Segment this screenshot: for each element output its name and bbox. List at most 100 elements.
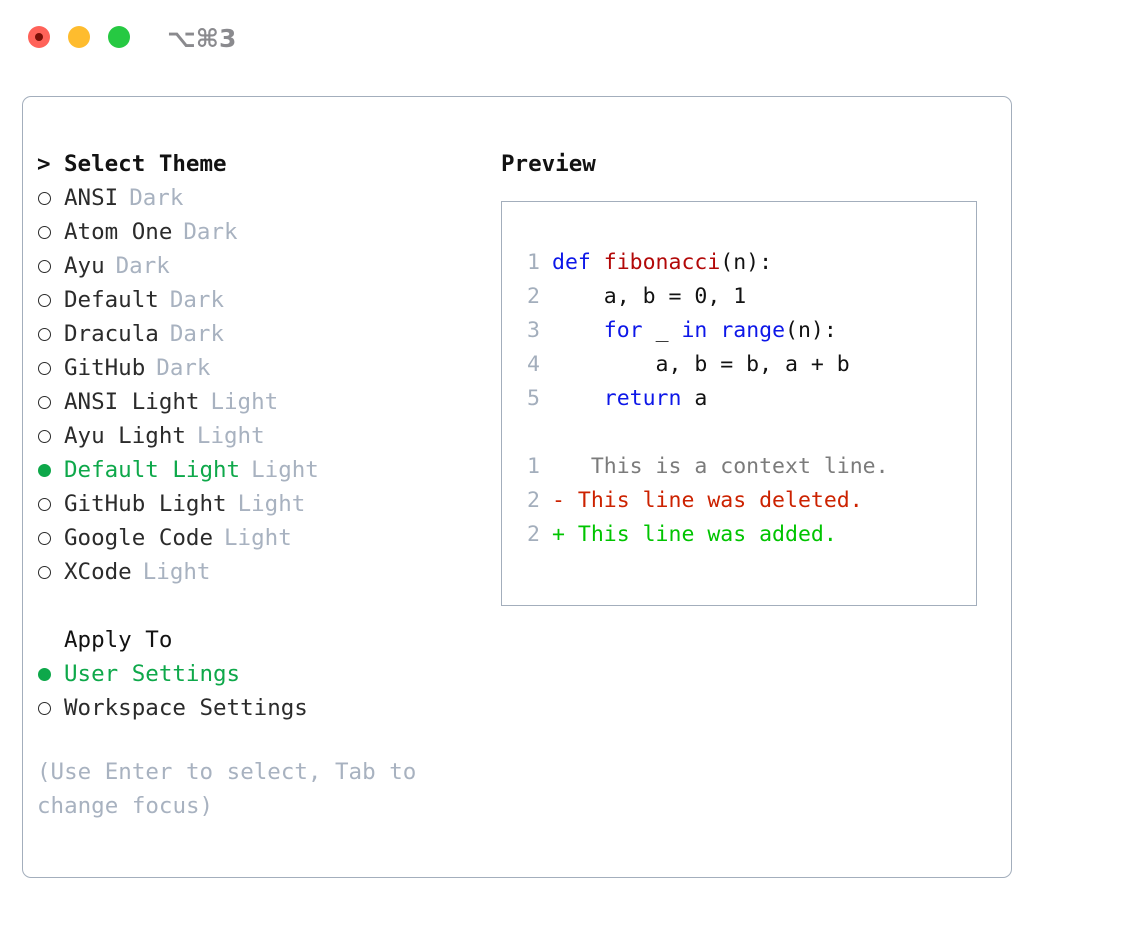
code-line: 3 for _ in range(n): <box>514 314 976 348</box>
theme-option-github[interactable]: GitHub Dark <box>37 351 487 385</box>
apply-to-option-label: Workspace Settings <box>64 695 308 721</box>
radio-unselected-icon <box>37 327 64 341</box>
theme-option-ayu-light[interactable]: Ayu Light Light <box>37 419 487 453</box>
header-caret-icon: > <box>37 151 51 177</box>
code-token-plain: a <box>681 386 708 411</box>
code-token-kw: for <box>603 318 643 343</box>
theme-option-label: Ayu Light <box>64 423 186 449</box>
radio-circle-icon <box>38 565 51 579</box>
minimize-window-icon[interactable] <box>68 26 90 48</box>
radio-circle-icon <box>38 463 51 477</box>
theme-option-dracula[interactable]: Dracula Dark <box>37 317 487 351</box>
theme-option-label: Dracula <box>64 321 159 347</box>
radio-unselected-icon <box>37 293 64 307</box>
code-token-plain: _ <box>642 318 682 343</box>
apply-to-header-label: Apply To <box>64 627 173 653</box>
radio-unselected-icon <box>37 701 64 715</box>
theme-option-ansi-light[interactable]: ANSI Light Light <box>37 385 487 419</box>
diff-line-text: This line was added. <box>564 522 837 547</box>
theme-option-label: GitHub <box>64 355 146 381</box>
apply-to-option-user-settings[interactable]: User Settings <box>37 657 487 691</box>
theme-option-label: GitHub Light <box>64 491 227 517</box>
code-token-kw: range <box>720 318 786 343</box>
theme-option-github-light[interactable]: GitHub Light Light <box>37 487 487 521</box>
theme-option-mode-tag: Dark <box>169 321 225 347</box>
select-theme-header-label: Select Theme <box>64 151 227 177</box>
theme-option-mode-tag: Dark <box>129 185 184 211</box>
theme-option-mode-tag: Dark <box>183 219 238 245</box>
theme-option-label: ANSI Light <box>64 389 200 415</box>
keyboard-shortcut-label: ⌥⌘3 <box>167 24 237 53</box>
theme-option-mode-tag: Light <box>196 423 265 449</box>
apply-to-header: Apply To <box>37 623 487 657</box>
code-token-fn: fibonacci <box>603 250 721 275</box>
theme-option-mode-tag: Dark <box>115 253 170 279</box>
diff-line-number: 2 <box>527 522 540 547</box>
traffic-light-group <box>28 26 130 48</box>
code-line: 5 return a <box>514 382 976 416</box>
theme-option-mode-tag: Dark <box>156 355 211 381</box>
radio-circle-icon <box>38 667 51 681</box>
radio-circle-icon <box>38 293 51 307</box>
diff-line-number: 1 <box>527 454 540 479</box>
diff-sign-del: - <box>552 488 565 513</box>
code-line: 4 a, b = b, a + b <box>514 348 976 382</box>
maximize-window-icon[interactable] <box>108 26 130 48</box>
radio-circle-icon <box>38 395 51 409</box>
theme-option-mode-tag: Light <box>237 491 306 517</box>
radio-unselected-icon <box>37 191 64 205</box>
select-theme-header: > Select Theme <box>37 147 487 181</box>
radio-unselected-icon <box>37 361 64 375</box>
radio-selected-icon <box>37 463 64 477</box>
code-token-plain <box>552 386 604 411</box>
theme-option-label: XCode <box>64 559 132 585</box>
theme-option-ansi[interactable]: ANSI Dark <box>37 181 487 215</box>
theme-option-mode-tag: Light <box>210 389 279 415</box>
diff-sample-block: 1 This is a context line. 2- This line wa… <box>514 450 976 552</box>
apply-to-option-workspace-settings[interactable]: Workspace Settings <box>37 691 487 725</box>
code-line-number: 5 <box>527 386 540 411</box>
radio-unselected-icon <box>37 497 64 511</box>
radio-unselected-icon <box>37 531 64 545</box>
code-token-plain <box>552 318 604 343</box>
radio-circle-icon <box>38 531 51 545</box>
code-token-kw: in <box>681 318 708 343</box>
theme-option-mode-tag: Dark <box>169 287 225 313</box>
radio-circle-icon <box>38 429 51 443</box>
preview-title: Preview <box>501 151 596 177</box>
code-token-plain: (n): <box>785 318 837 343</box>
radio-unselected-icon <box>37 259 64 273</box>
diff-line-text: This is a context line. <box>564 454 889 479</box>
theme-option-label: ANSI <box>64 185 119 211</box>
radio-circle-icon <box>38 259 51 273</box>
diff-sign-add: + <box>552 522 565 547</box>
diff-line-text: This line was deleted. <box>564 488 863 513</box>
radio-selected-icon <box>37 667 64 681</box>
close-window-icon[interactable] <box>28 26 50 48</box>
apply-to-option-label: User Settings <box>64 661 241 687</box>
diff-sign-ctx <box>552 454 565 479</box>
radio-circle-icon <box>38 191 51 205</box>
radio-circle-icon <box>38 327 51 341</box>
code-diff-gap <box>514 416 976 450</box>
title-bar: ⌥⌘3 <box>0 0 1140 78</box>
diff-line-del: 2- This line was deleted. <box>514 484 976 518</box>
code-token-plain: a, b = b, a + b <box>552 352 850 377</box>
radio-circle-icon <box>38 361 51 375</box>
code-token-kw: def <box>552 250 604 275</box>
list-spacer <box>37 589 487 623</box>
code-token-plain: (n): <box>720 250 773 275</box>
